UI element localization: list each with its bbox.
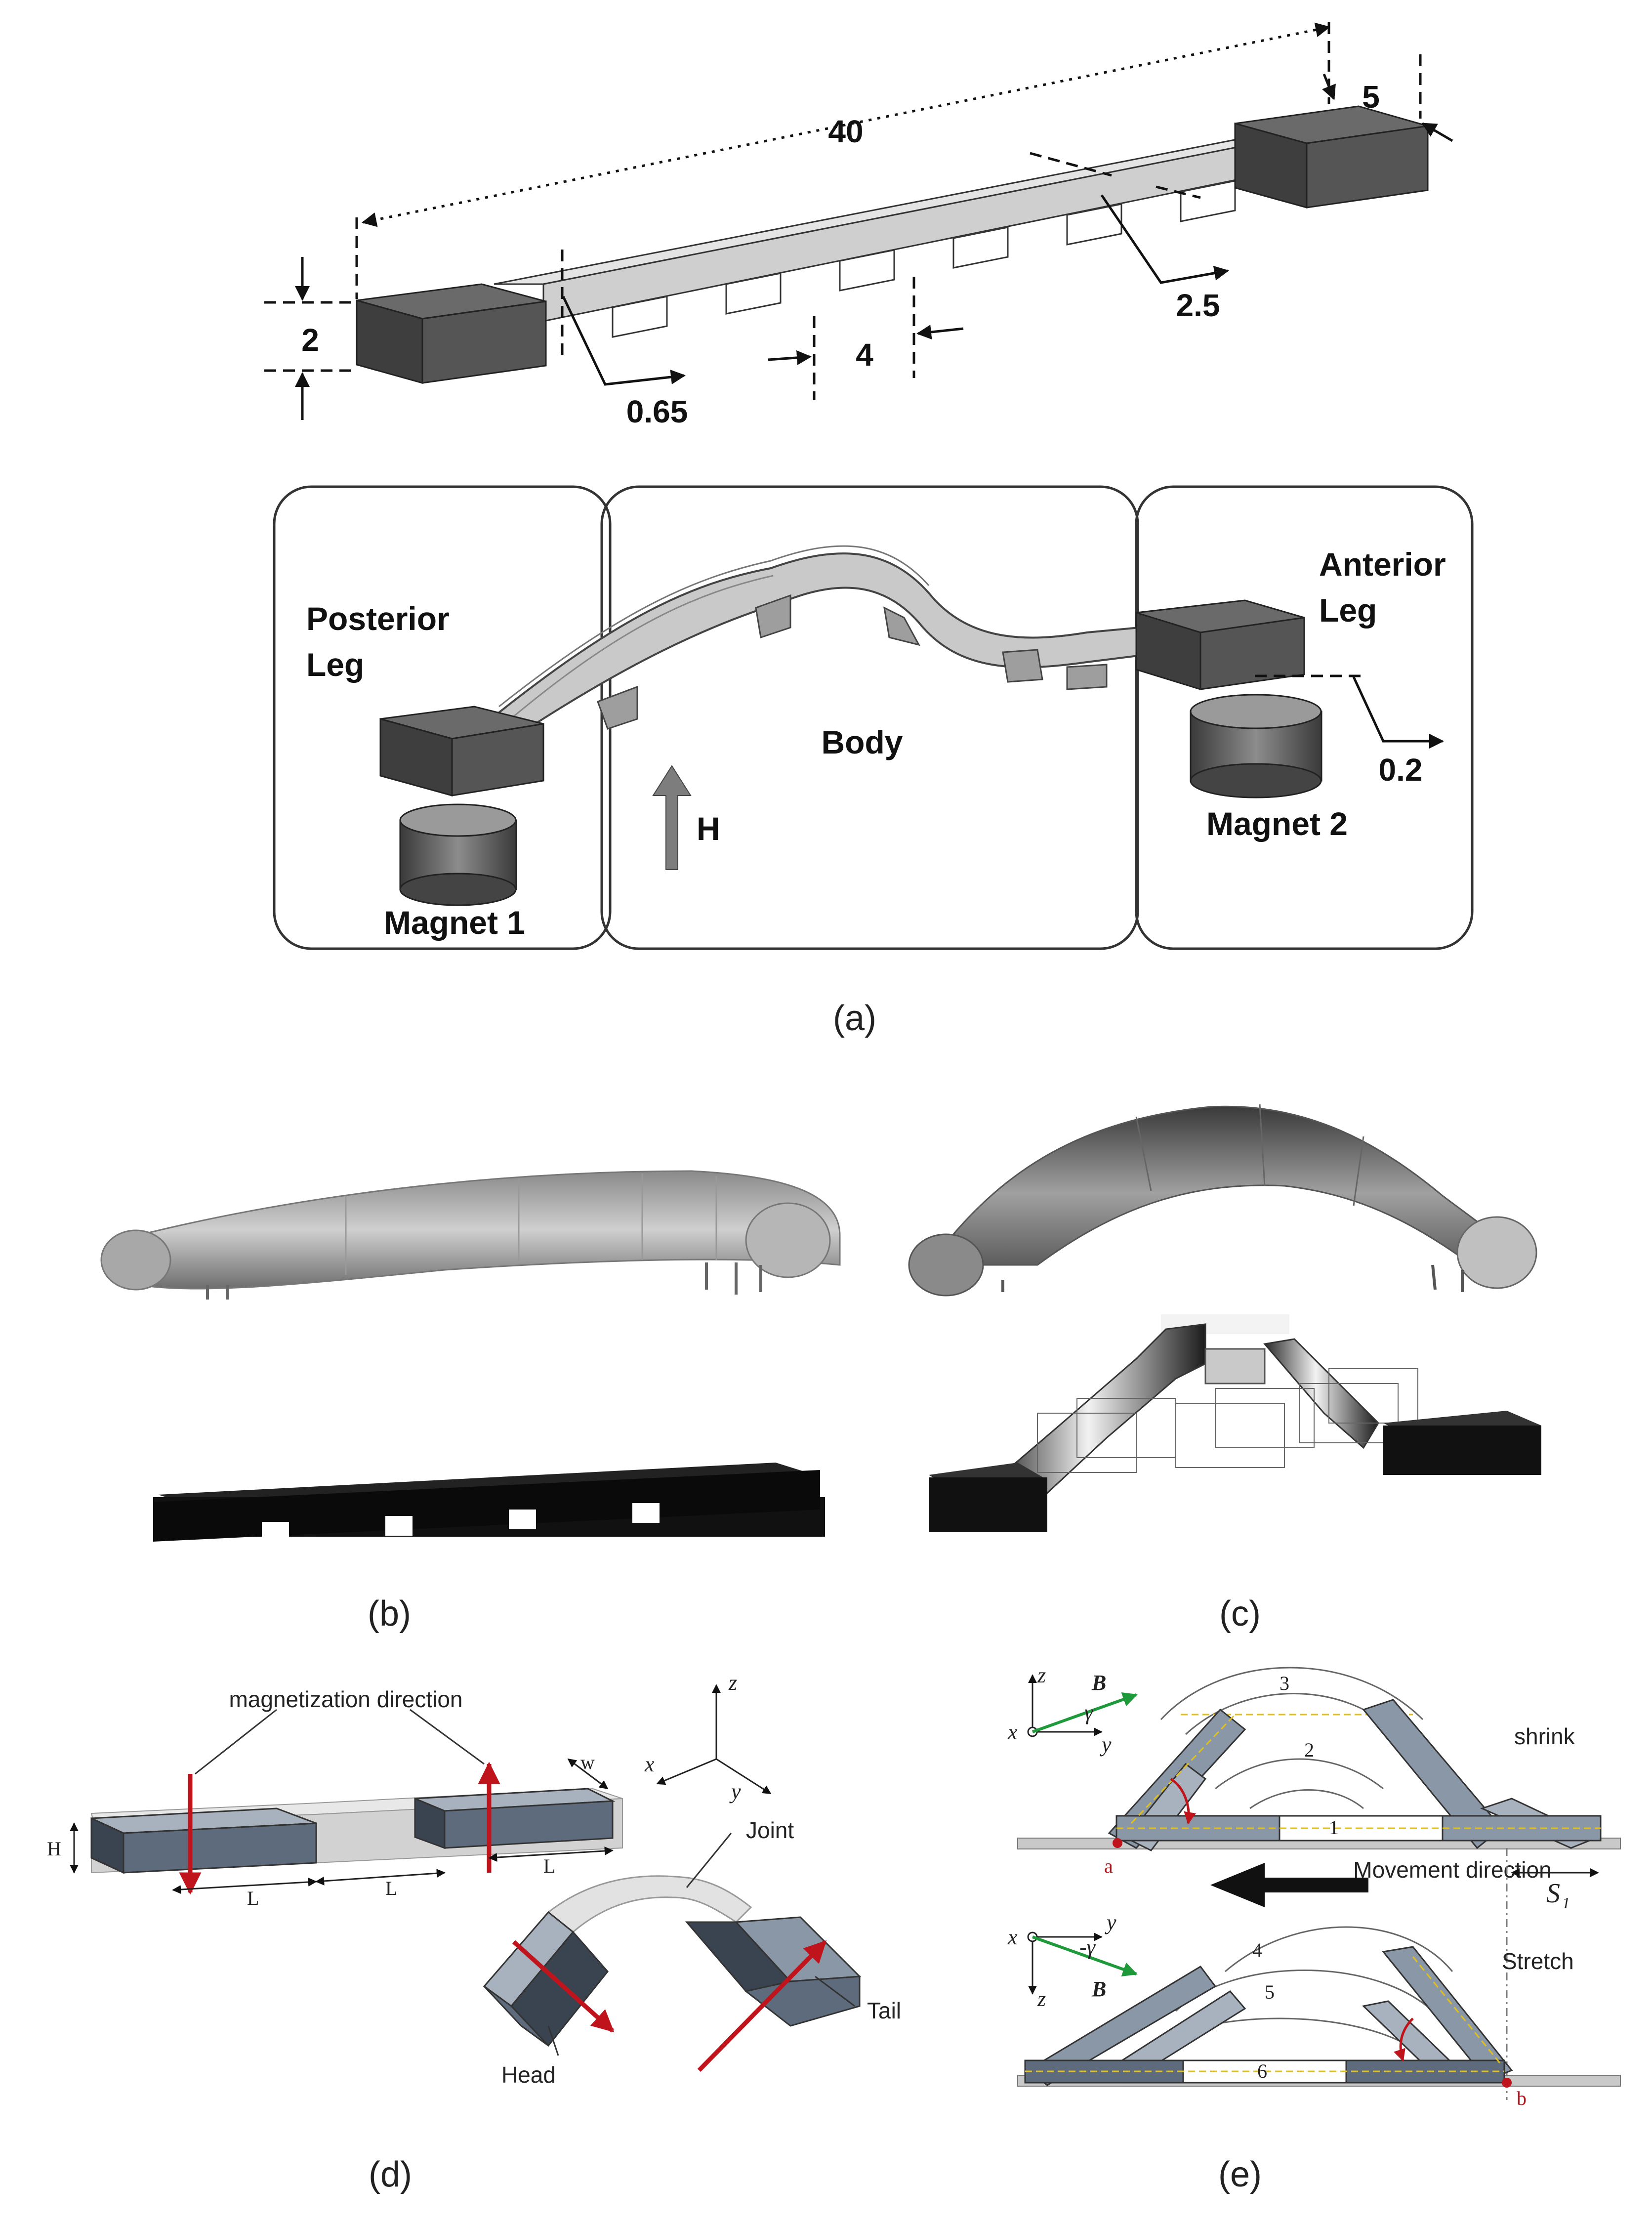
stretch-diagram: 4 5 6 b Stretch x y z B -γ <box>1007 1910 1621 2109</box>
panel-c <box>908 1104 1541 1532</box>
seg-4: 4 <box>1252 1939 1262 1961</box>
seg-6: 6 <box>1257 2060 1267 2082</box>
point-b: b <box>1517 2087 1527 2109</box>
panel-b <box>100 1170 841 1542</box>
dim-gap: 0.65 <box>626 394 688 429</box>
panel-a-dimensions: 40 5 2 0.65 4 2.5 <box>264 22 1453 429</box>
axis-y-d: y <box>729 1779 741 1804</box>
seg-5: 5 <box>1265 1981 1275 2003</box>
dim-height: 2 <box>301 322 319 358</box>
magnet1-label: Magnet 1 <box>384 904 525 941</box>
length-label-1: L <box>247 1887 259 1909</box>
head-label: Head <box>501 2062 556 2088</box>
movement-label: Movement direction <box>1353 1857 1551 1883</box>
point-a: a <box>1104 1855 1113 1877</box>
dim-slot: 4 <box>856 337 873 373</box>
seg-3: 3 <box>1280 1672 1289 1694</box>
joint-label: Joint <box>746 1817 794 1843</box>
axis-x-top: x <box>1007 1720 1018 1744</box>
gamma-bottom: -γ <box>1079 1935 1096 1959</box>
seg-1: 1 <box>1329 1816 1339 1839</box>
shrink-diagram: 1 2 3 a shrink z x y B γ <box>1007 1663 1621 1877</box>
worm-arched-photo <box>908 1104 1537 1297</box>
caption-e: (e) <box>1218 2155 1262 2194</box>
field-label: H <box>697 810 720 847</box>
seg-2: 2 <box>1304 1739 1314 1761</box>
axis-z-top: z <box>1037 1663 1046 1687</box>
anterior-label-2: Leg <box>1319 592 1377 629</box>
axis-x-bot: x <box>1007 1925 1018 1949</box>
posterior-label-2: Leg <box>306 646 364 683</box>
s1-sub: 1 <box>1562 1894 1570 1912</box>
axis-y-top: y <box>1100 1732 1112 1757</box>
caption-b: (b) <box>368 1594 411 1634</box>
shrink-label: shrink <box>1514 1723 1575 1749</box>
stretch-label: Stretch <box>1502 1948 1574 1974</box>
axis-x-d: x <box>644 1752 655 1776</box>
dim-thickness: 2.5 <box>1176 288 1220 323</box>
caption-d: (d) <box>369 2155 412 2194</box>
s1-label: S <box>1546 1878 1560 1909</box>
tail-label: Tail <box>867 1998 901 2023</box>
axis-y-bot: y <box>1105 1910 1116 1934</box>
length-label-3: L <box>543 1855 555 1877</box>
dim-width: 5 <box>1362 79 1380 115</box>
dim-length: 40 <box>828 114 863 149</box>
height-label-d: H <box>47 1838 61 1860</box>
body-label: Body <box>822 724 903 760</box>
panel-a-actuated: H 0.2 Posterior Leg Anterior Leg Body Ma… <box>273 485 1474 950</box>
robot-arched-render <box>929 1314 1541 1532</box>
caption-c: (c) <box>1219 1594 1261 1634</box>
b-top: B <box>1091 1671 1106 1695</box>
magnet2-label: Magnet 2 <box>1206 805 1348 842</box>
b-bottom: B <box>1091 1977 1106 2001</box>
caption-a: (a) <box>833 999 876 1038</box>
dim-offset: 0.2 <box>1379 752 1423 788</box>
panel-e: 1 2 3 a shrink z x y B γ Movement direct… <box>1007 1663 1621 2109</box>
width-label-d: w <box>580 1751 595 1773</box>
robot-flat-render <box>153 1463 825 1542</box>
panel-d: magnetization direction H L L L w z x y <box>47 1671 901 2088</box>
axis-z-d: z <box>728 1671 737 1695</box>
posterior-label-1: Posterior <box>306 600 450 637</box>
length-label-2: L <box>385 1877 397 1899</box>
worm-flat-photo <box>100 1170 841 1300</box>
anterior-label-1: Anterior <box>1319 546 1446 583</box>
magnetization-label: magnetization direction <box>229 1686 462 1712</box>
axis-z-bot: z <box>1037 1987 1046 2011</box>
gamma-top: γ <box>1084 1700 1094 1724</box>
